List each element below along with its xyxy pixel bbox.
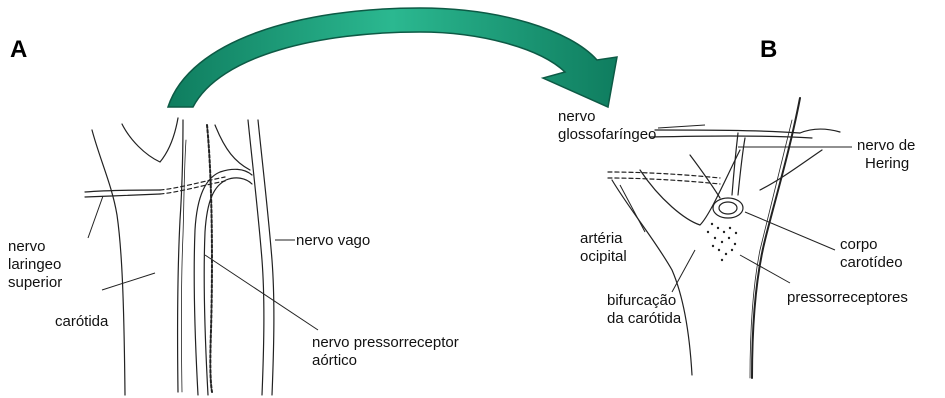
panel-a-drawing — [85, 118, 274, 395]
label-line: glossofaríngeo — [558, 126, 656, 144]
carotid-b-right-wall — [752, 98, 800, 378]
superior-laryngeal-nerve — [85, 190, 160, 192]
label-carotid: carótida — [55, 313, 108, 331]
label-line: laringeo — [8, 256, 62, 274]
label-line: nervo de — [857, 137, 915, 155]
label-line: aórtico — [312, 352, 459, 370]
vagus-nerve-right — [258, 120, 274, 395]
label-line: artéria — [580, 230, 627, 248]
label-line: carotídeo — [840, 254, 903, 272]
label-carotid-bifurcation: bifurcação da carótida — [607, 292, 681, 328]
label-line: nervo — [558, 108, 656, 126]
aortic-nerve-left — [194, 169, 252, 395]
label-occipital-artery: artéria ocipital — [580, 230, 627, 266]
panel-letter-a: A — [10, 36, 27, 64]
label-vagus-nerve: nervo vago — [296, 232, 370, 250]
label-carotid-body: corpo carotídeo — [840, 236, 903, 272]
label-line: corpo — [840, 236, 903, 254]
carotid-left-wall — [92, 130, 125, 395]
label-line: nervo — [8, 238, 62, 256]
transition-arrow — [168, 8, 617, 107]
label-line: nervo pressorreceptor — [312, 334, 459, 352]
label-line: da carótida — [607, 310, 681, 328]
label-line: bifurcação — [607, 292, 681, 310]
label-line: Hering — [857, 155, 915, 173]
label-line: ocipital — [580, 248, 627, 266]
label-pressoreceptors: pressorreceptores — [787, 289, 908, 307]
carotid-body — [713, 198, 743, 218]
glossopharyngeal-nerve — [655, 130, 800, 133]
panel-letter-b: B — [760, 36, 777, 64]
label-glossopharyngeal-nerve: nervo glossofaríngeo — [558, 108, 656, 144]
panel-a-leaders — [88, 196, 318, 330]
label-superior-laryngeal-nerve: nervo laringeo superior — [8, 238, 62, 292]
label-hering-nerve: nervo de Hering — [857, 137, 915, 173]
vagus-nerve-left — [248, 120, 264, 395]
label-line: superior — [8, 274, 62, 292]
pressoreceptor-dots — [707, 223, 737, 261]
label-aortic-pressoreceptor-nerve: nervo pressorreceptor aórtico — [312, 334, 459, 370]
carotid-bifurcation-notch — [122, 118, 178, 162]
